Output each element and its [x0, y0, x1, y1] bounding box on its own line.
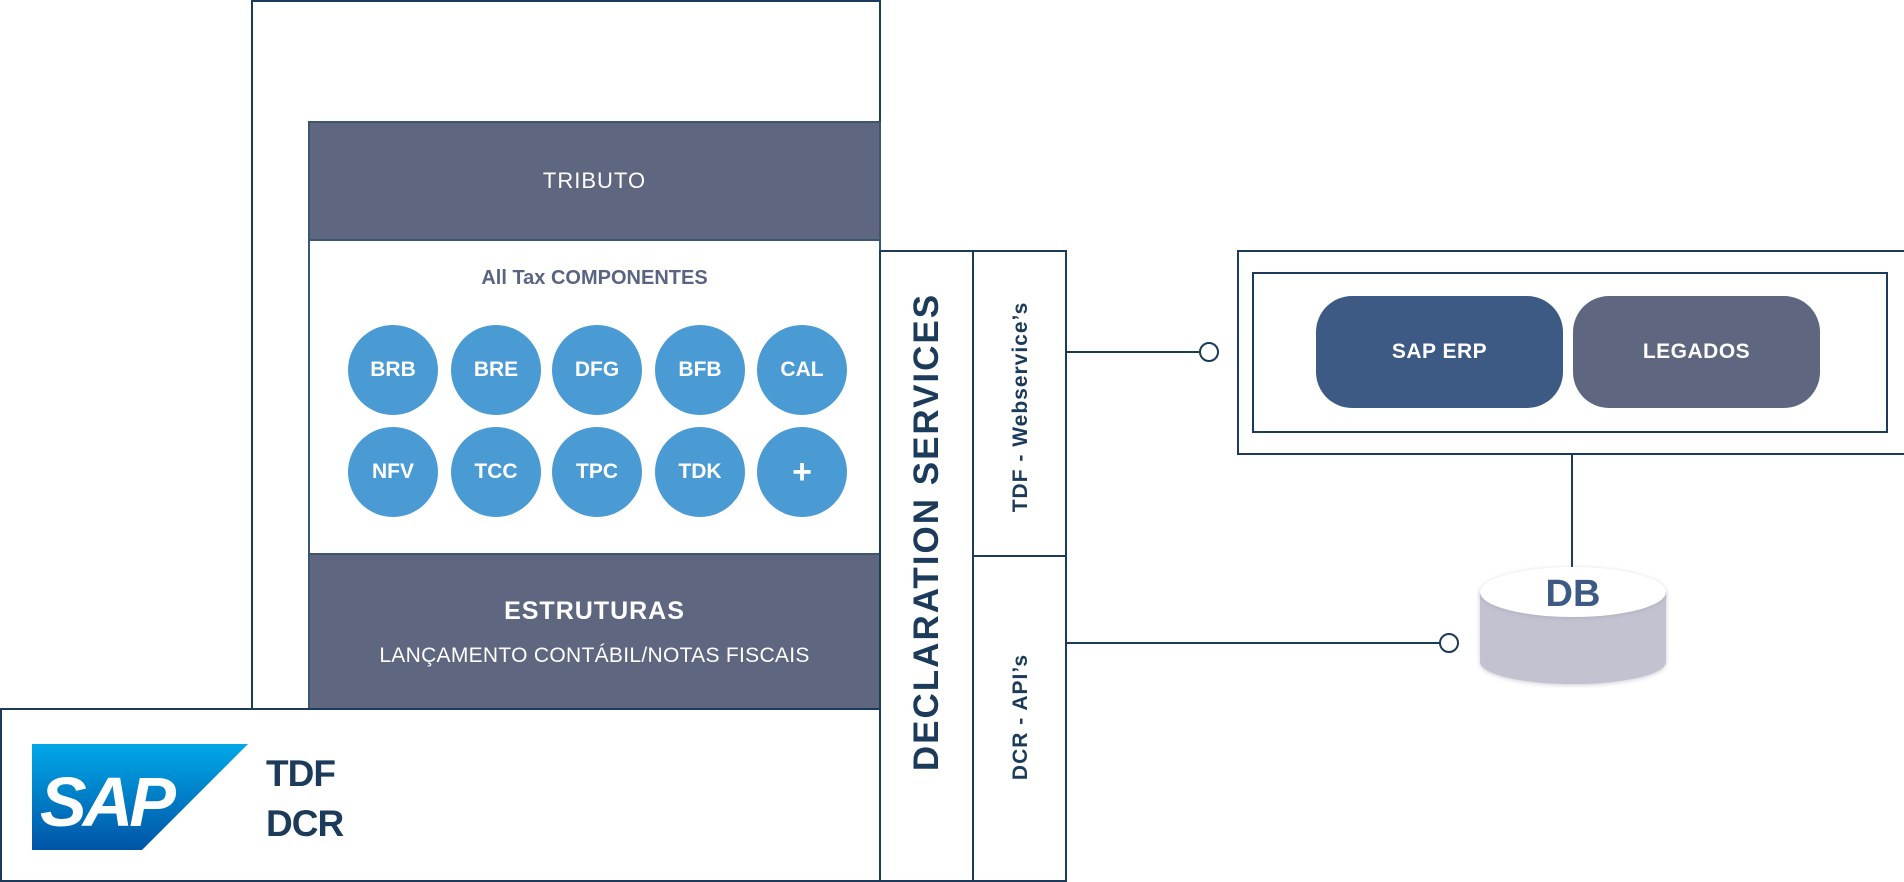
component-tdk: TDK [655, 427, 745, 517]
legados-label: LEGADOS [1642, 340, 1751, 363]
component-dfg: DFG [552, 325, 642, 415]
component-brb: BRB [348, 325, 438, 415]
apis-connector-line [1066, 642, 1440, 644]
dcr-apis-label: DCR - API’s [1009, 653, 1032, 781]
component-nfv: NFV [348, 427, 438, 517]
add-component-button[interactable]: + [757, 427, 847, 517]
product-line-tdf: TDF [266, 753, 336, 794]
sap-erp-node: SAP ERP [1316, 296, 1563, 408]
legados-node: LEGADOS [1573, 296, 1820, 408]
product-line-dcr: DCR [266, 803, 344, 844]
components-title: All Tax COMPONENTES [481, 267, 708, 289]
tributo-label: TRIBUTO [542, 168, 647, 193]
declaration-services-box: DECLARATION SERVICES TDF - Webservice’s … [879, 250, 1067, 882]
db-label: DB [1546, 573, 1601, 615]
component-cal: CAL [757, 325, 847, 415]
sap-erp-label: SAP ERP [1391, 340, 1488, 363]
estruturas-title: ESTRUTURAS [504, 596, 685, 625]
component-bfb: BFB [655, 325, 745, 415]
tdf-webservices-label: TDF - Webservice’s [1009, 301, 1032, 513]
estruturas-panel: ESTRUTURAS LANÇAMENTO CONTÁBIL/NOTAS FIS… [310, 555, 879, 709]
declaration-divider [972, 252, 974, 880]
systems-db-connector-line [1571, 455, 1573, 573]
tributo-header: TRIBUTO [310, 123, 879, 239]
sap-logo-text: SAP [40, 763, 176, 841]
apis-connector-endpoint [1439, 633, 1459, 653]
declaration-split [972, 555, 1067, 557]
component-bre: BRE [451, 325, 541, 415]
component-tpc: TPC [552, 427, 642, 517]
component-tcc: TCC [451, 427, 541, 517]
webservices-connector-endpoint [1199, 342, 1219, 362]
estruturas-subtitle: LANÇAMENTO CONTÁBIL/NOTAS FISCAIS [379, 643, 810, 667]
sap-logo: SAP [32, 744, 248, 850]
webservices-connector-line [1066, 351, 1200, 353]
declaration-services-title: DECLARATION SERVICES [907, 292, 946, 772]
db-cylinder: DB [1480, 567, 1666, 684]
